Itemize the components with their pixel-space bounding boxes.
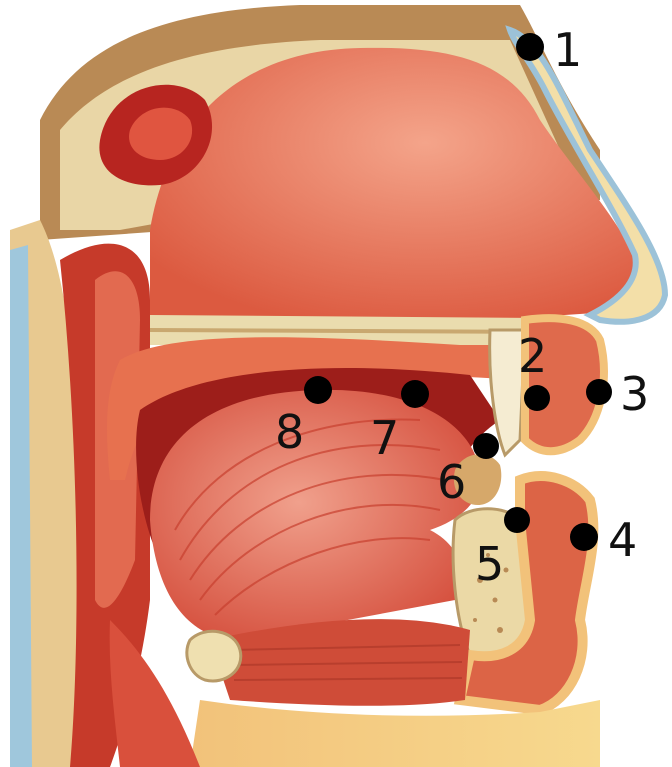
marker-3-label: 3 <box>620 367 649 421</box>
tongue <box>150 390 481 640</box>
marker-3-dot <box>586 379 612 405</box>
marker-7-dot <box>401 380 429 408</box>
marker-1-label: 1 <box>553 23 582 77</box>
marker-8-label: 8 <box>275 405 304 459</box>
marker-1-dot <box>516 33 544 61</box>
marker-6-dot <box>473 433 499 459</box>
marker-2-label: 2 <box>518 329 547 383</box>
marker-4-dot <box>570 523 598 551</box>
marker-2-dot <box>524 385 550 411</box>
marker-5-label: 5 <box>475 537 504 591</box>
marker-8-dot <box>304 376 332 404</box>
hyoid-bone <box>187 631 241 681</box>
marker-5-dot <box>504 507 530 533</box>
marker-4-label: 4 <box>608 513 637 567</box>
marker-7-label: 7 <box>370 411 399 465</box>
marker-6-label: 6 <box>437 455 466 509</box>
